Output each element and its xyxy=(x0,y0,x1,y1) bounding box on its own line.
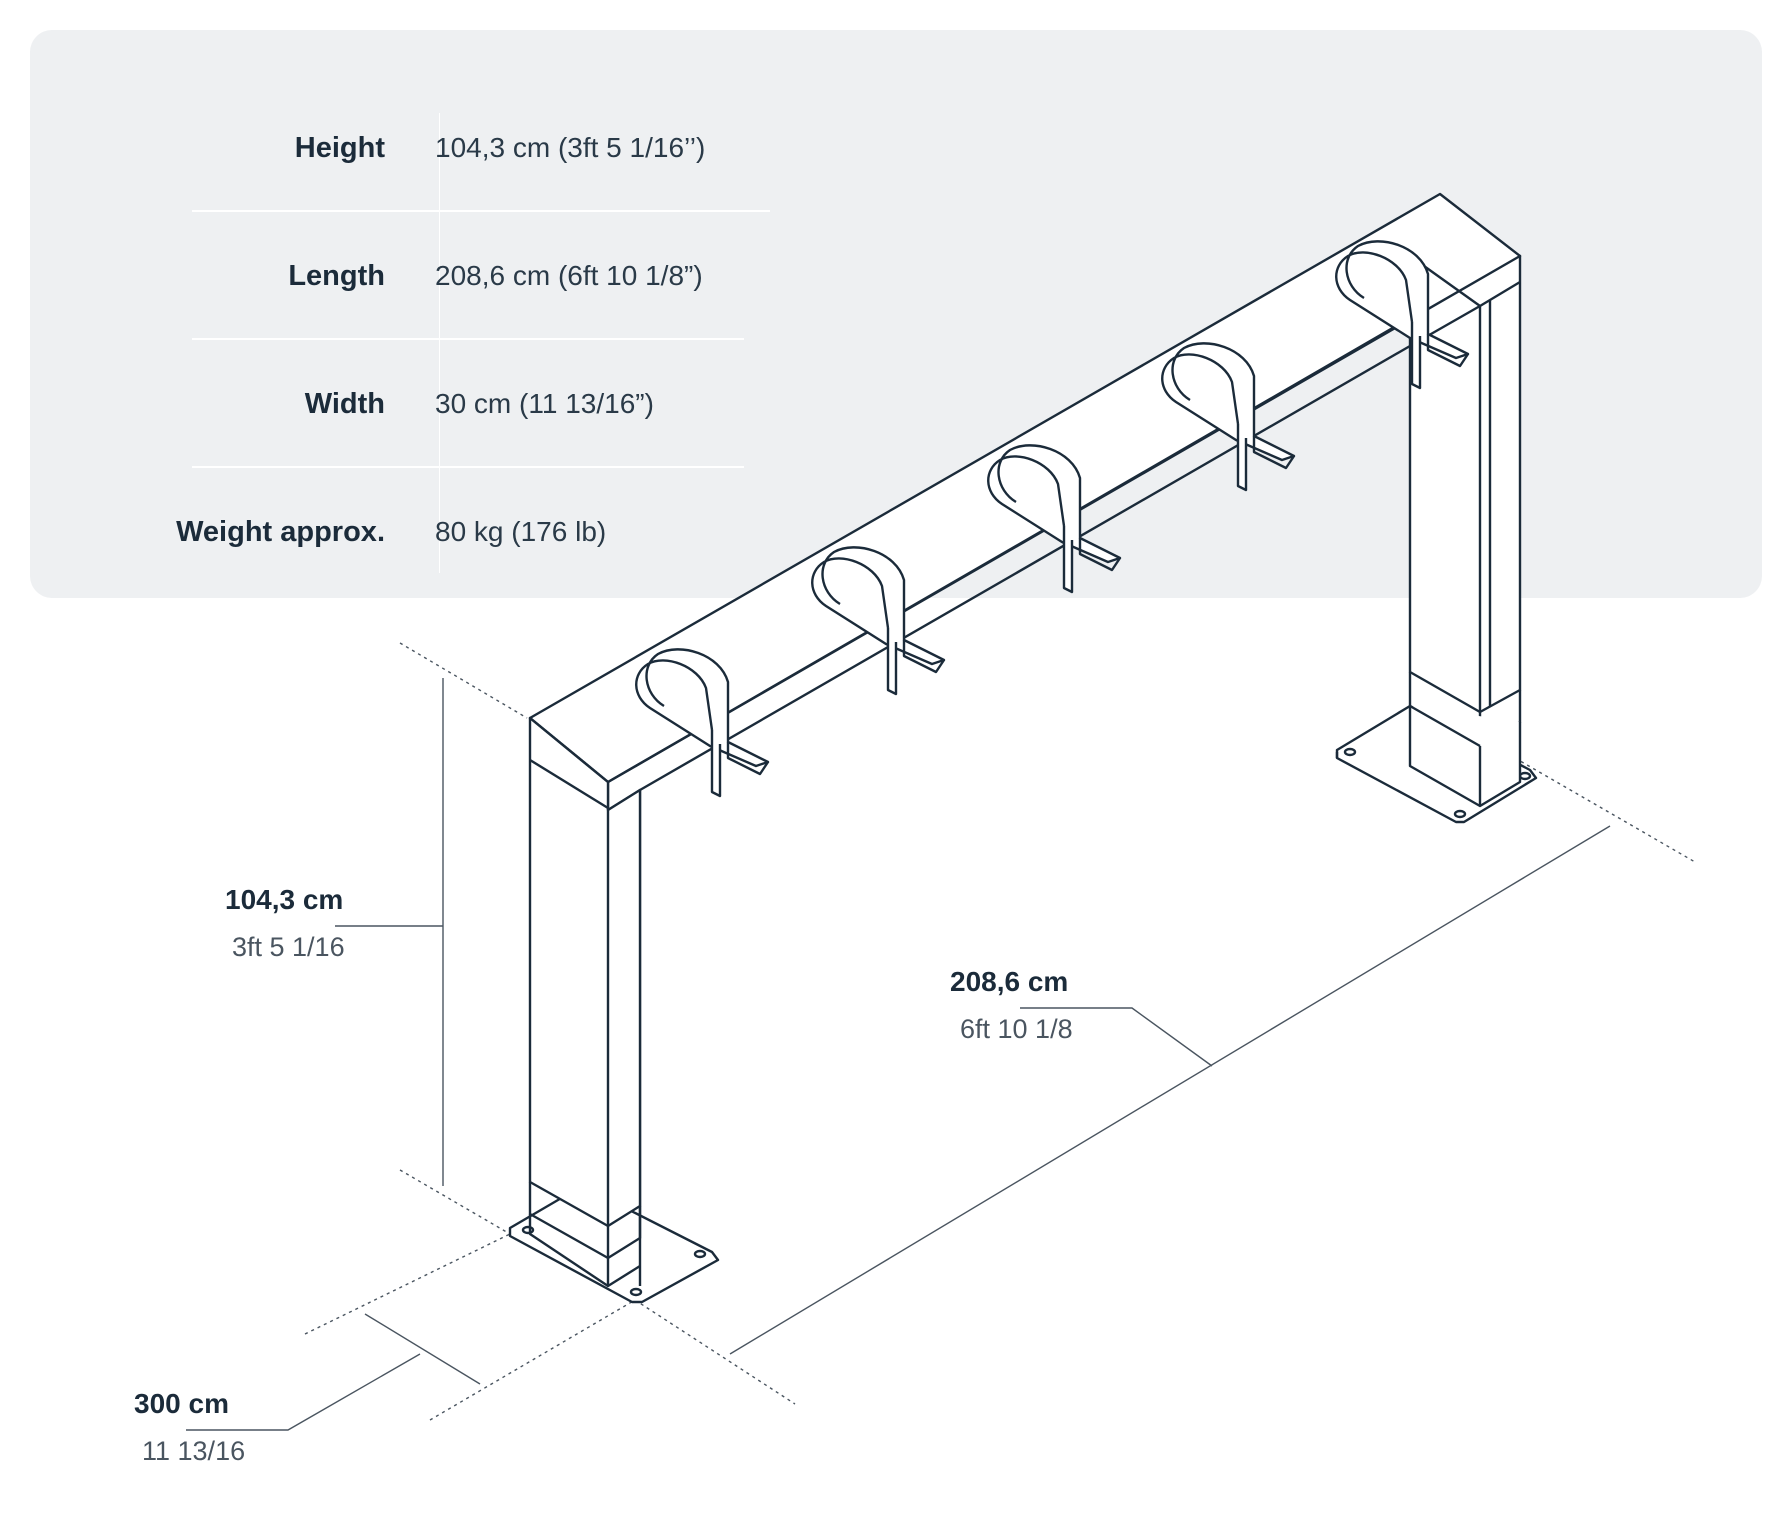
dotted-extension-lines xyxy=(304,642,1696,1421)
spec-row-length: Length xyxy=(30,212,385,340)
spec-label-height: Height xyxy=(294,132,385,164)
height-dimension-imperial: 3ft 5 1/16 xyxy=(232,932,345,962)
spec-label-length: Length xyxy=(288,260,385,292)
spec-value-height: 104,3 cm (3ft 5 1/16’’) xyxy=(435,132,706,163)
length-dimension-imperial: 6ft 10 1/8 xyxy=(960,1014,1073,1044)
spec-row-divider xyxy=(192,210,770,212)
width-dimension-imperial: 11 13/16 xyxy=(142,1436,246,1466)
spec-row-width: Width xyxy=(30,340,385,468)
spec-row-divider xyxy=(192,338,744,340)
spec-value-weight: 80 kg (176 lb) xyxy=(435,516,607,547)
spec-row-divider xyxy=(192,466,744,468)
spec-row-height: Height xyxy=(30,84,385,212)
height-dimension-metric: 104,3 cm xyxy=(225,884,344,915)
dimension-lines xyxy=(186,678,1611,1431)
spec-label-weight: Weight approx. xyxy=(176,516,385,548)
spec-column-divider xyxy=(439,113,440,573)
spec-label-width: Width xyxy=(304,388,385,420)
length-dimension-metric: 208,6 cm xyxy=(950,966,1069,997)
right-leg xyxy=(1408,254,1522,808)
left-leg xyxy=(528,716,642,1288)
spec-row-weight: Weight approx. xyxy=(30,468,385,596)
spec-value-length: 208,6 cm (6ft 10 1/8”) xyxy=(435,260,703,291)
width-dimension-metric: 300 cm xyxy=(134,1388,229,1419)
spec-value-width: 30 cm (11 13/16”) xyxy=(435,388,654,419)
